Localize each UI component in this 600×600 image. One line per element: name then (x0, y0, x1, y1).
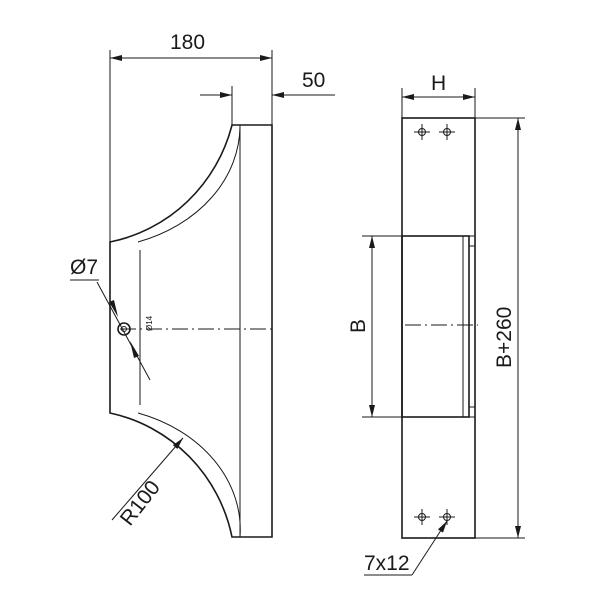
side-view-channel (401, 235, 470, 418)
dim-b260-label: B+260 (493, 307, 516, 368)
front-view-outline (109, 124, 273, 538)
slot-hole-bottom-right (439, 509, 455, 525)
hole-mark-label: Ø14 (145, 315, 154, 331)
side-view-hook-bottom (469, 406, 476, 418)
dim-b-label: B (347, 319, 370, 333)
dim-50-label: 50 (302, 69, 325, 92)
dim-h-label: H (431, 72, 446, 95)
dim-slot: 7x12 (364, 520, 448, 576)
dim-b260: B+260 (475, 117, 525, 539)
dim-slot-label: 7x12 (364, 552, 410, 575)
front-view-hole (117, 322, 131, 336)
front-view-inner-arc-top (137, 124, 241, 243)
hole-leader-line (96, 281, 151, 381)
front-view-inner-arc-bottom (137, 412, 241, 538)
dim-180: 180 (109, 31, 273, 242)
slot-hole-top-right (439, 124, 455, 140)
dim-b: B (347, 235, 402, 418)
dim-50: 50 (200, 69, 335, 125)
slot-hole-bottom-left (414, 509, 430, 525)
dim-r100: R100 (111, 437, 184, 530)
dim-180-label: 180 (170, 31, 205, 54)
dim-r100-label: R100 (116, 476, 165, 530)
front-view: Ø14 (70, 124, 275, 538)
side-view (401, 117, 478, 539)
dim-r100-leader (111, 437, 184, 521)
side-view-plate (401, 117, 476, 539)
slot-hole-top-left (414, 124, 430, 140)
dim-h: H (401, 72, 476, 118)
side-view-hook-top (469, 235, 476, 247)
hole-leader-arrow-top (109, 300, 118, 317)
hole-leader-arrow-bottom (130, 341, 139, 358)
dim-slot-leader (411, 520, 448, 576)
dim-hole-diameter-label: Ø7 (70, 256, 98, 279)
